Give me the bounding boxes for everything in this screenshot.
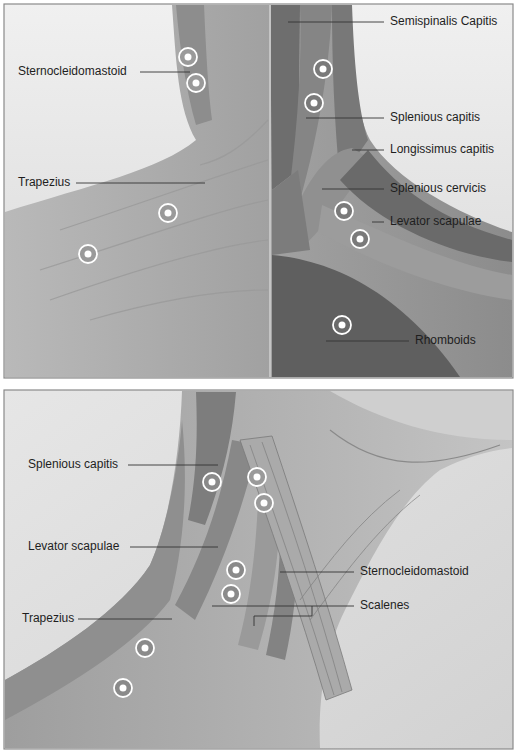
- muscle-label: Trapezius: [18, 176, 70, 190]
- muscle-label: Sternocleidomastoid: [18, 65, 127, 79]
- muscle-label: Levator scapulae: [390, 215, 481, 229]
- muscle: [272, 255, 460, 377]
- jaw: [330, 391, 512, 440]
- muscle: [272, 170, 310, 255]
- muscle-label: Trapezius: [22, 612, 74, 626]
- back-silhouette: [5, 5, 512, 377]
- muscle-label: Splenious cervicis: [390, 182, 486, 196]
- muscle-label: Longissimus capitis: [390, 143, 494, 157]
- muscle: [175, 440, 258, 620]
- muscle-label: Splenious capitis: [28, 458, 118, 472]
- jaw-line: [330, 430, 500, 462]
- muscle-label: Rhomboids: [415, 334, 476, 348]
- muscle-label: Semispinalis Capitis: [390, 15, 497, 29]
- neck-silhouette: [5, 391, 512, 748]
- trapezius-fibers: [40, 120, 268, 320]
- muscle-label: Sternocleidomastoid: [360, 565, 469, 579]
- muscle-label: Scalenes: [360, 599, 409, 613]
- muscle-label: Levator scapulae: [28, 540, 119, 554]
- panel-frame: [4, 390, 513, 749]
- muscle: [340, 150, 512, 262]
- trigger-points: [79, 48, 369, 697]
- spine-line: [269, 5, 271, 377]
- muscle-label: Splenious capitis: [390, 111, 480, 125]
- muscle: [240, 436, 352, 700]
- panel-frame: [4, 4, 513, 378]
- muscle: [176, 5, 212, 125]
